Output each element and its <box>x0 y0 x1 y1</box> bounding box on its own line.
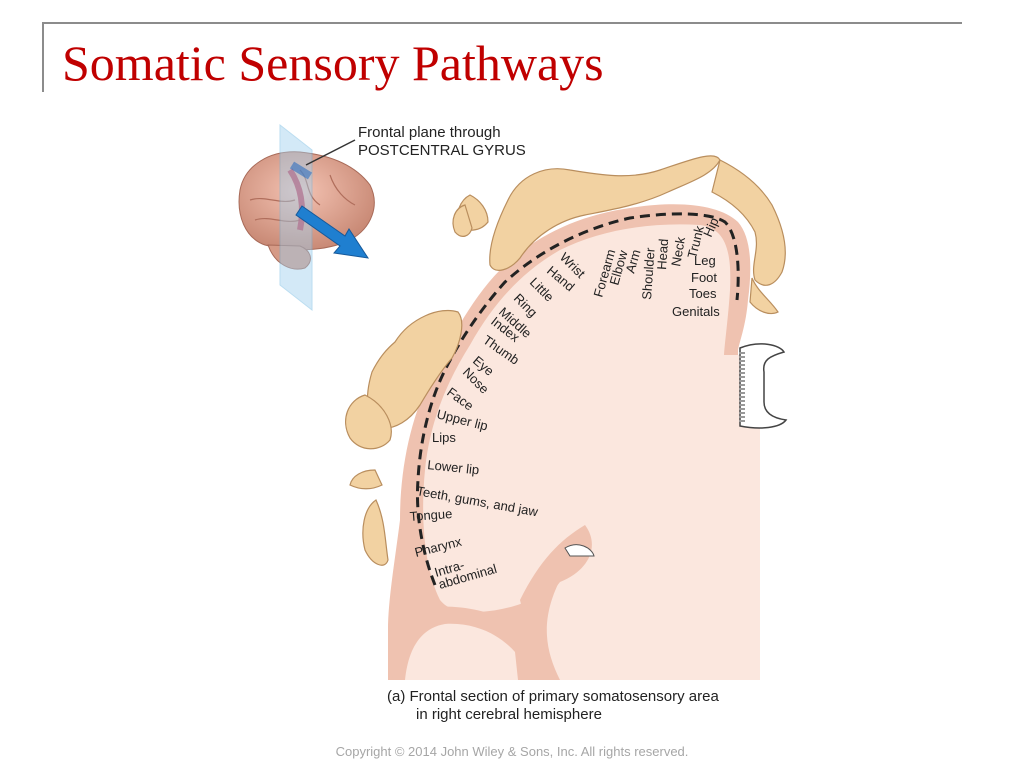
region-label: Head <box>654 238 671 270</box>
inset-brain-illustration <box>238 123 375 312</box>
homunculus-figure <box>345 155 786 566</box>
region-label: Genitals <box>672 304 720 319</box>
direction-arrow-icon <box>295 205 370 259</box>
inset-label-line1: Frontal plane through <box>358 124 501 141</box>
region-label: Hip <box>700 215 722 239</box>
caption-line1: (a) Frontal section of primary somatosen… <box>387 688 719 705</box>
region-label: Leg <box>694 253 716 268</box>
frame-left-rule <box>42 22 44 92</box>
copyright-notice: Copyright © 2014 John Wiley & Sons, Inc.… <box>335 744 689 759</box>
brain-section <box>388 204 788 681</box>
white-matter <box>423 224 760 681</box>
medial-structure <box>739 343 788 429</box>
region-label: Tongue <box>409 506 453 524</box>
region-label: Foot <box>691 270 717 285</box>
region-label: Neck <box>668 235 688 267</box>
region-label: Lower lip <box>427 457 480 477</box>
region-label: Shoulder <box>639 247 658 301</box>
lower-notch <box>564 544 595 557</box>
frame-top-rule <box>42 22 962 24</box>
slide-title: Somatic Sensory Pathways <box>62 35 604 91</box>
region-label: Lips <box>432 430 456 445</box>
caption-line2: in right cerebral hemisphere <box>416 706 602 723</box>
homunculus-dashed-boundary <box>415 212 740 586</box>
region-label: Arm <box>622 248 643 275</box>
figure-caption: (a) Frontal section of primary somatosen… <box>387 688 719 724</box>
inset-label-line2: POSTCENTRAL GYRUS <box>358 142 526 159</box>
lower-lobe-inner <box>405 623 518 680</box>
region-label: Toes <box>689 286 717 301</box>
